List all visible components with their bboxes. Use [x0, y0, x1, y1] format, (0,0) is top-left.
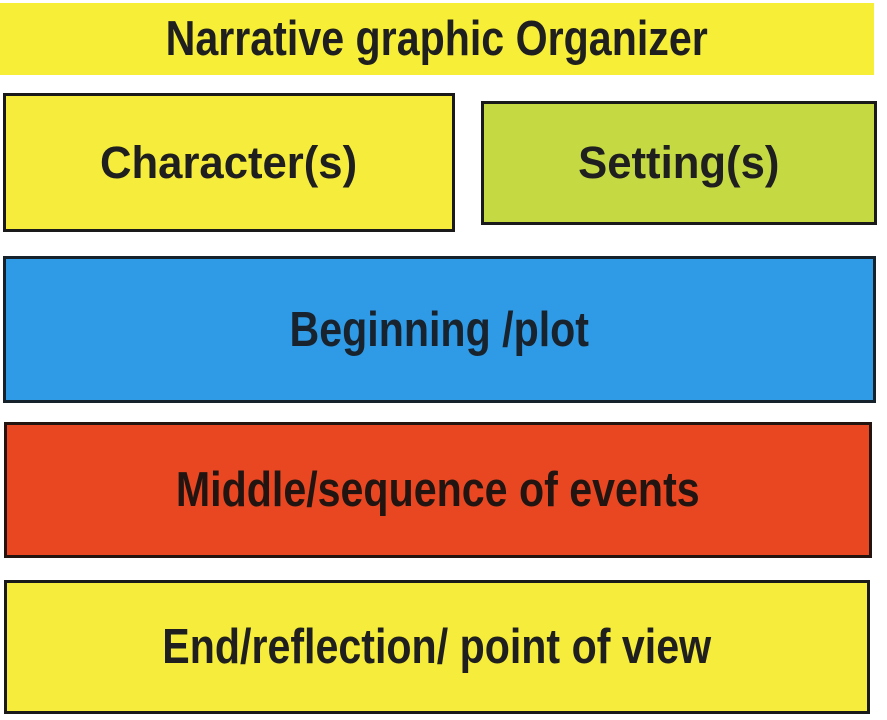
box-end-reflection: End/reflection/ point of view — [4, 580, 870, 714]
box-beginning-plot: Beginning /plot — [3, 256, 876, 403]
box-end-reflection-label: End/reflection/ point of view — [162, 620, 712, 674]
box-characters: Character(s) — [3, 93, 455, 232]
title-banner: Narrative graphic Organizer — [0, 3, 874, 75]
box-middle-sequence-label: Middle/sequence of events — [176, 463, 700, 517]
page-title: Narrative graphic Organizer — [165, 12, 709, 66]
box-middle-sequence: Middle/sequence of events — [4, 422, 872, 558]
box-beginning-plot-label: Beginning /plot — [289, 302, 590, 357]
box-characters-label: Character(s) — [100, 136, 358, 188]
box-settings-label: Setting(s) — [578, 137, 780, 188]
box-settings: Setting(s) — [481, 101, 877, 225]
